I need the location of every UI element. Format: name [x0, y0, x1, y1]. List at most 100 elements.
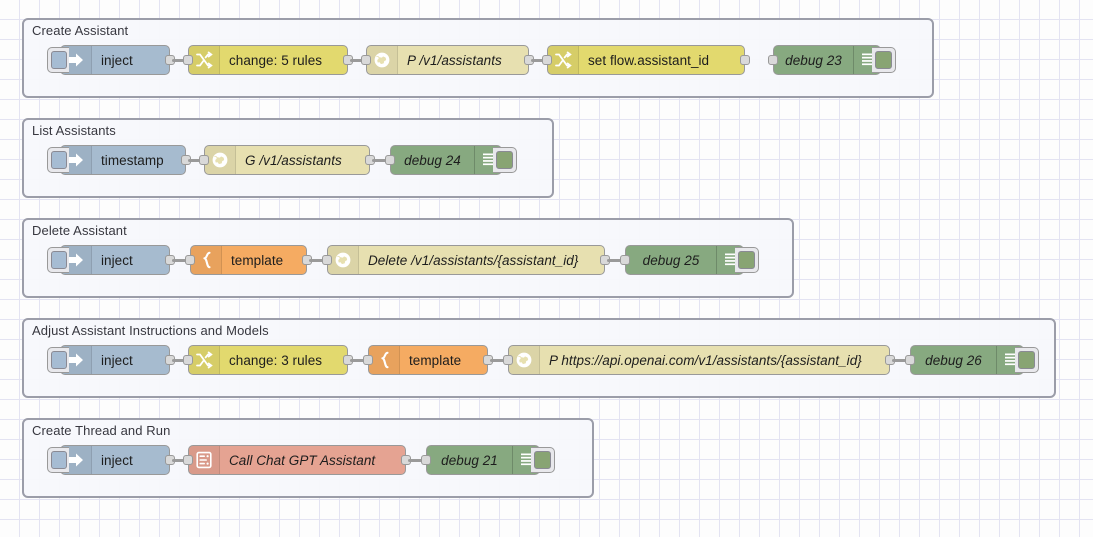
wire — [172, 259, 190, 262]
node-label: change: 3 rules — [229, 352, 323, 368]
node-debug[interactable]: debug 21 — [421, 445, 555, 475]
wire — [372, 159, 390, 162]
input-port[interactable] — [363, 355, 373, 365]
input-port[interactable] — [905, 355, 915, 365]
node-change-set-flow[interactable]: set flow.assistant_id — [542, 45, 750, 75]
debug-lines-icon — [474, 146, 501, 174]
node-http-request[interactable]: Delete /v1/assistants/{assistant_id} — [322, 245, 610, 275]
node-label: debug 26 — [925, 352, 982, 368]
debug-knob-icon — [496, 151, 513, 169]
globe-icon — [328, 246, 359, 274]
input-port[interactable] — [620, 255, 630, 265]
node-template[interactable]: template — [363, 345, 493, 375]
wire — [172, 59, 190, 62]
inject-knob-icon — [50, 451, 67, 469]
curly-brace-icon — [191, 246, 222, 274]
input-port[interactable] — [199, 155, 209, 165]
globe-icon — [205, 146, 236, 174]
group-label: Create Thread and Run — [32, 423, 171, 438]
input-port[interactable] — [503, 355, 513, 365]
wire — [408, 459, 426, 462]
debug-knob-icon — [1018, 351, 1035, 369]
node-change[interactable]: change: 5 rules — [183, 45, 353, 75]
inject-trigger-button[interactable] — [47, 347, 69, 373]
input-port[interactable] — [183, 355, 193, 365]
node-debug[interactable]: debug 24 — [385, 145, 517, 175]
node-http-request[interactable]: P https://api.openai.com/v1/assistants/{… — [503, 345, 895, 375]
output-port[interactable] — [740, 55, 750, 65]
node-label: debug 24 — [404, 152, 461, 168]
wire — [309, 259, 327, 262]
debug-toggle-button[interactable] — [493, 147, 517, 173]
node-template[interactable]: template — [185, 245, 312, 275]
change-switch-icon — [189, 346, 220, 374]
node-debug[interactable]: debug 23 — [768, 45, 896, 75]
node-debug[interactable]: debug 25 — [620, 245, 759, 275]
node-label: template — [231, 252, 284, 268]
input-port[interactable] — [361, 55, 371, 65]
node-http-request[interactable]: G /v1/assistants — [199, 145, 375, 175]
globe-icon — [367, 46, 398, 74]
node-label: debug 21 — [441, 452, 498, 468]
debug-knob-icon — [875, 51, 892, 69]
group-label: List Assistants — [32, 123, 116, 138]
inject-trigger-button[interactable] — [47, 147, 69, 173]
input-port[interactable] — [385, 155, 395, 165]
group-label: Delete Assistant — [32, 223, 127, 238]
debug-knob-icon — [534, 451, 551, 469]
group-label: Adjust Assistant Instructions and Models — [32, 323, 269, 338]
input-port[interactable] — [322, 255, 332, 265]
wire — [350, 59, 368, 62]
node-chatgpt-assistant[interactable]: Call Chat GPT Assistant — [183, 445, 411, 475]
debug-toggle-button[interactable] — [872, 47, 896, 73]
inject-trigger-button[interactable] — [47, 447, 69, 473]
debug-lines-icon — [853, 46, 880, 74]
input-port[interactable] — [185, 255, 195, 265]
inject-knob-icon — [50, 251, 67, 269]
input-port[interactable] — [183, 55, 193, 65]
node-inject[interactable]: inject — [47, 345, 175, 375]
change-switch-icon — [189, 46, 220, 74]
debug-toggle-button[interactable] — [735, 247, 759, 273]
node-label: P /v1/assistants — [407, 52, 502, 68]
node-label: P https://api.openai.com/v1/assistants/{… — [549, 352, 862, 368]
node-inject[interactable]: inject — [47, 445, 175, 475]
node-inject[interactable]: inject — [47, 245, 175, 275]
input-port[interactable] — [421, 455, 431, 465]
node-label: inject — [101, 252, 133, 268]
debug-toggle-button[interactable] — [531, 447, 555, 473]
node-label: timestamp — [101, 152, 164, 168]
wire — [490, 359, 508, 362]
debug-toggle-button[interactable] — [1015, 347, 1039, 373]
node-inject[interactable]: timestamp — [47, 145, 191, 175]
node-label: inject — [101, 452, 133, 468]
wire — [188, 159, 206, 162]
node-label: G /v1/assistants — [245, 152, 342, 168]
debug-lines-icon — [716, 246, 743, 274]
debug-knob-icon — [738, 251, 755, 269]
node-label: Call Chat GPT Assistant — [229, 452, 376, 468]
input-port[interactable] — [542, 55, 552, 65]
node-label: debug 25 — [642, 252, 700, 268]
inject-trigger-button[interactable] — [47, 247, 69, 273]
input-port[interactable] — [183, 455, 193, 465]
node-label: debug 23 — [785, 52, 842, 68]
curly-brace-icon — [369, 346, 400, 374]
function-lines-icon — [189, 446, 220, 474]
inject-trigger-button[interactable] — [47, 47, 69, 73]
globe-icon — [509, 346, 540, 374]
input-port[interactable] — [768, 55, 778, 65]
node-label: Delete /v1/assistants/{assistant_id} — [368, 252, 579, 268]
node-inject[interactable]: inject — [47, 45, 175, 75]
inject-knob-icon — [50, 151, 67, 169]
group-label: Create Assistant — [32, 23, 129, 38]
debug-lines-icon — [512, 446, 539, 474]
node-change[interactable]: change: 3 rules — [183, 345, 353, 375]
inject-knob-icon — [50, 51, 67, 69]
node-label: change: 5 rules — [229, 52, 323, 68]
node-debug[interactable]: debug 26 — [905, 345, 1039, 375]
node-http-request[interactable]: P /v1/assistants — [361, 45, 534, 75]
node-label: inject — [101, 52, 133, 68]
wire — [892, 359, 910, 362]
